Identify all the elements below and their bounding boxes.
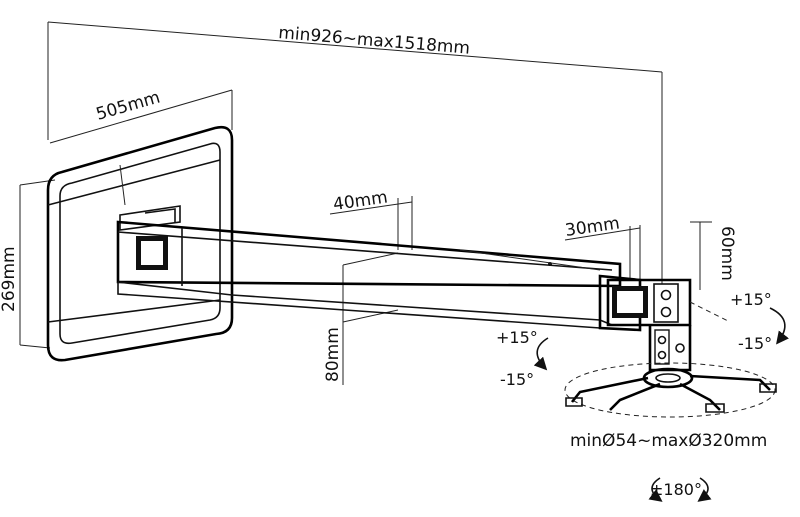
tilt-axis [689, 301, 731, 323]
mount-range-ellipse [564, 362, 776, 418]
plate-height-label: 269mm [0, 246, 19, 312]
arm-height-label: 80mm [323, 327, 343, 382]
outer-arm-highlight [117, 231, 613, 271]
bracket-height-label: 60mm [717, 226, 737, 281]
bracket-bolt-bottom [660, 306, 672, 318]
arm-end-cutout-inner [141, 241, 163, 265]
spider-mount [564, 362, 777, 418]
stem-bolt-top [657, 335, 667, 345]
tilt-arrow-right [769, 307, 789, 345]
arm-height-ext-bottom [342, 309, 399, 323]
inner-slide-tube [598, 274, 642, 332]
rotation-arrow-right [697, 477, 712, 502]
plate-width-label: 505mm [94, 88, 163, 125]
arm-lower-edge [117, 281, 613, 326]
wall-plate-inner [59, 142, 221, 345]
arm-base-slot [144, 208, 176, 222]
mount-arm-front-left [609, 382, 661, 411]
mount-hub [642, 367, 694, 389]
mount-diameter-label: minØ54~maxØ320mm [570, 431, 767, 451]
bracket-width-dim-line [564, 227, 641, 241]
rotation-arrows [533, 307, 789, 502]
tilt-up-right-label: +15° [730, 290, 772, 309]
total-length-label: min926~max1518mm [278, 23, 471, 59]
total-length-dim-line [47, 21, 663, 73]
wall-plate-outline [46, 125, 234, 362]
mount-hub-inner [655, 373, 681, 383]
tilt-arrow-left [533, 337, 549, 371]
mount-foot-left [565, 397, 583, 407]
arm-base-bracket [119, 205, 181, 231]
wall-plate-bottom-edge [47, 299, 221, 323]
tilt-down-left-label: -15° [500, 370, 534, 389]
arm-shadow-line [459, 249, 601, 271]
mount-arm-right [689, 374, 771, 391]
mount-foot-front [705, 403, 725, 413]
plate-height-ext-bottom [19, 344, 51, 349]
wall-plate-top-edge [47, 159, 221, 206]
wall-plate [46, 125, 234, 362]
arm-height-ext-top [342, 252, 399, 266]
rotation-label: ±180° [650, 480, 702, 499]
tilt-down-right-label: -15° [738, 334, 772, 353]
rotation-arrow-left [648, 477, 663, 502]
arm-lower-face [117, 282, 601, 329]
wall-plate-groove [119, 164, 126, 206]
stem-knob [675, 343, 685, 353]
projector-bracket [606, 278, 731, 372]
bracket-width-label: 30mm [564, 214, 621, 241]
angle-labels: +15° -15° +15° -15° ±180° [496, 290, 772, 499]
mount-foot-right [759, 383, 777, 393]
plate-width-dim-line [49, 89, 233, 144]
bracket-cutout-inner [617, 291, 643, 313]
arm-width-label: 40mm [332, 188, 389, 215]
stem-bolt-bottom [657, 350, 667, 360]
mount-arm-left [570, 376, 649, 403]
tilt-up-left-label: +15° [496, 328, 538, 347]
outer-arm-tube [116, 220, 622, 288]
bracket-bolt-top [660, 289, 672, 301]
mount-arm-front-right [679, 382, 721, 411]
